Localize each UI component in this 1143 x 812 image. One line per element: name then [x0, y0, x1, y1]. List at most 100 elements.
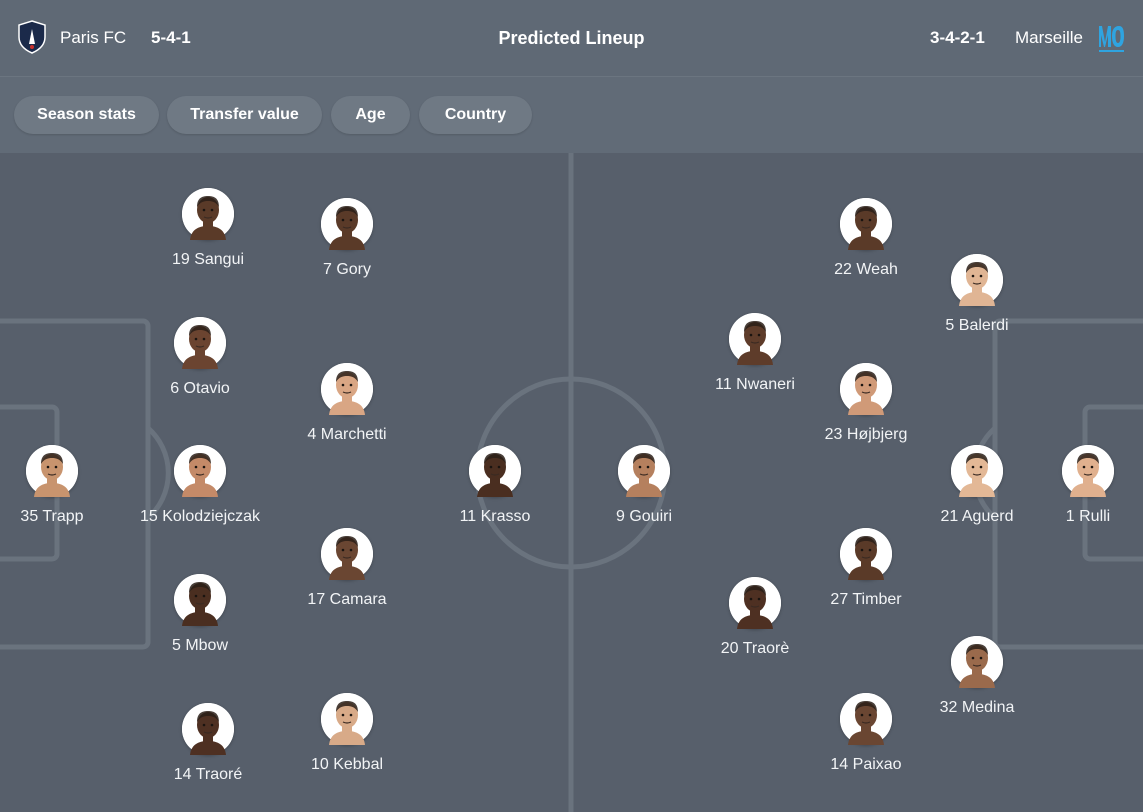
- player-avatar: [26, 445, 78, 497]
- player-photo-icon: [729, 577, 781, 629]
- home-player[interactable]: 4 Marchetti: [267, 363, 427, 445]
- away-player[interactable]: 9 Gouiri: [564, 445, 724, 527]
- home-player[interactable]: 15 Kolodziejczak: [120, 445, 280, 527]
- player-photo-icon: [26, 445, 78, 497]
- home-player[interactable]: 11 Krasso: [415, 445, 575, 527]
- player-name: 4 Marchetti: [307, 426, 387, 443]
- player-photo-icon: [174, 317, 226, 369]
- player-avatar: [321, 363, 373, 415]
- player-name: 20 Traorè: [720, 640, 790, 657]
- away-player[interactable]: 14 Paixao: [786, 693, 946, 775]
- player-name: 11 Nwaneri: [715, 376, 795, 393]
- player-avatar: [469, 445, 521, 497]
- player-avatar: [174, 317, 226, 369]
- player-avatar: [182, 703, 234, 755]
- player-name: 5 Mbow: [171, 637, 229, 654]
- home-formation: 5-4-1: [151, 28, 191, 47]
- page-title: Predicted Lineup: [498, 28, 645, 48]
- player-name: 22 Weah: [834, 261, 898, 278]
- player-avatar: [321, 198, 373, 250]
- player-photo-icon: [182, 188, 234, 240]
- away-formation: 3-4-2-1: [930, 28, 985, 47]
- player-name: 14 Traoré: [173, 766, 243, 783]
- player-name: 35 Trapp: [20, 508, 84, 525]
- player-avatar: [729, 577, 781, 629]
- player-name: 15 Kolodziejczak: [139, 508, 261, 525]
- player-photo-icon: [469, 445, 521, 497]
- player-name: 1 Rulli: [1065, 508, 1111, 525]
- paris-fc-badge-icon: [18, 20, 46, 54]
- player-photo-icon: [321, 198, 373, 250]
- player-name: 21 Aguerd: [940, 508, 1014, 525]
- filter-transfer-value-button[interactable]: Transfer value: [167, 96, 322, 134]
- away-player[interactable]: 1 Rulli: [1008, 445, 1143, 527]
- player-avatar: [1062, 445, 1114, 497]
- player-avatar: [951, 636, 1003, 688]
- player-avatar: [729, 313, 781, 365]
- player-avatar: [840, 363, 892, 415]
- player-avatar: [951, 254, 1003, 306]
- player-photo-icon: [951, 636, 1003, 688]
- player-photo-icon: [618, 445, 670, 497]
- home-player[interactable]: 14 Traoré: [128, 703, 288, 785]
- player-avatar: [840, 198, 892, 250]
- home-player[interactable]: 7 Gory: [267, 198, 427, 280]
- filter-country-button[interactable]: Country: [419, 96, 532, 134]
- home-team-name: Paris FC: [60, 28, 127, 47]
- player-name: 7 Gory: [322, 261, 371, 278]
- player-photo-icon: [182, 703, 234, 755]
- home-player[interactable]: 19 Sangui: [128, 188, 288, 270]
- player-name: 10 Kebbal: [310, 756, 384, 773]
- player-name: 9 Gouiri: [615, 508, 673, 525]
- player-photo-icon: [321, 363, 373, 415]
- player-photo-icon: [321, 693, 373, 745]
- player-avatar: [618, 445, 670, 497]
- home-player[interactable]: 5 Mbow: [120, 574, 280, 656]
- player-photo-icon: [840, 528, 892, 580]
- lineup-header: Paris FC 5-4-1 Predicted Lineup 3-4-2-1 …: [0, 0, 1143, 77]
- home-player[interactable]: 6 Otavio: [120, 317, 280, 399]
- filter-season-stats-button[interactable]: Season stats: [14, 96, 159, 134]
- away-player[interactable]: 21 Aguerd: [897, 445, 1057, 527]
- player-name: 6 Otavio: [170, 380, 230, 397]
- away-player[interactable]: 22 Weah: [786, 198, 946, 280]
- player-photo-icon: [951, 445, 1003, 497]
- player-name: 14 Paixao: [830, 756, 902, 773]
- stat-filter-bar: Season stats Transfer value Age Country: [0, 77, 1143, 153]
- player-photo-icon: [729, 313, 781, 365]
- filter-age-button[interactable]: Age: [331, 96, 410, 134]
- player-avatar: [840, 528, 892, 580]
- player-name: 17 Camara: [307, 591, 387, 608]
- player-name: 19 Sangui: [171, 251, 245, 268]
- player-photo-icon: [840, 198, 892, 250]
- away-team-name: Marseille: [1015, 28, 1084, 47]
- home-player[interactable]: 10 Kebbal: [267, 693, 427, 775]
- away-player[interactable]: 27 Timber: [786, 528, 946, 610]
- player-avatar: [951, 445, 1003, 497]
- player-avatar: [321, 528, 373, 580]
- player-photo-icon: [951, 254, 1003, 306]
- pitch: 35 Trapp 19 Sangui 6 Otavio 15 Kolodziej…: [0, 153, 1143, 812]
- player-photo-icon: [174, 445, 226, 497]
- home-player[interactable]: 17 Camara: [267, 528, 427, 610]
- player-name: 32 Medina: [939, 699, 1015, 716]
- player-avatar: [174, 445, 226, 497]
- player-avatar: [321, 693, 373, 745]
- away-player[interactable]: 20 Traorè: [675, 577, 835, 659]
- player-avatar: [174, 574, 226, 626]
- player-name: 5 Balerdi: [945, 317, 1009, 334]
- player-avatar: [840, 693, 892, 745]
- player-photo-icon: [1062, 445, 1114, 497]
- away-player[interactable]: 11 Nwaneri: [675, 313, 835, 395]
- away-player[interactable]: 32 Medina: [897, 636, 1057, 718]
- player-name: 27 Timber: [830, 591, 902, 608]
- marseille-badge-icon: [1099, 26, 1124, 52]
- home-player[interactable]: 35 Trapp: [0, 445, 132, 527]
- player-avatar: [182, 188, 234, 240]
- away-player[interactable]: 5 Balerdi: [897, 254, 1057, 336]
- player-photo-icon: [840, 363, 892, 415]
- away-player[interactable]: 23 Højbjerg: [786, 363, 946, 445]
- player-photo-icon: [174, 574, 226, 626]
- player-photo-icon: [321, 528, 373, 580]
- player-photo-icon: [840, 693, 892, 745]
